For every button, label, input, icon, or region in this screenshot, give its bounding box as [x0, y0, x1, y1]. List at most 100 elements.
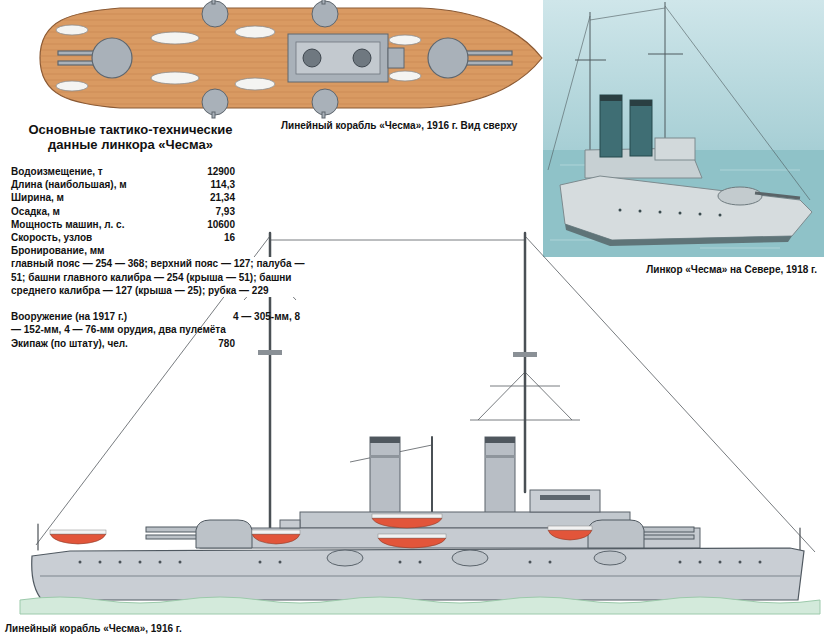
boat: [252, 534, 300, 544]
photo: [699, 213, 702, 216]
boat: [548, 526, 592, 540]
main-turret: [58, 38, 512, 78]
casemate: [452, 550, 488, 566]
spec-value: 780: [217, 337, 236, 350]
photo: [639, 210, 642, 213]
porthole: [529, 561, 532, 564]
funnel: [485, 437, 515, 443]
boat-top: [56, 81, 88, 91]
figure-caption: Линейный корабль «Чесма», 1916 г.: [4, 623, 183, 635]
photo: [543, 0, 824, 257]
porthole: [419, 561, 422, 564]
photo: [548, 2, 810, 200]
photo: [665, 2, 666, 150]
spec-name: Вооружение (на 1917 г.): [10, 310, 128, 323]
superstructure-side: [540, 495, 590, 500]
photo: [619, 209, 622, 212]
photo: [718, 187, 762, 205]
boat: [548, 526, 592, 530]
secondary-turret: [322, 0, 325, 4]
secondary-turret: [322, 112, 325, 118]
porthole: [159, 561, 162, 564]
photo: [630, 100, 652, 156]
porthole: [79, 561, 762, 564]
superstructure-top: [303, 49, 321, 67]
porthole: [139, 561, 142, 564]
secondary-turret: [202, 0, 338, 118]
figure-caption: Линкор «Чесма» на Севере, 1918 г.: [645, 264, 818, 276]
superstructure-side: [200, 490, 700, 548]
mast: [799, 528, 800, 550]
boat: [378, 538, 446, 548]
funnel: [370, 437, 400, 443]
boat-top: [235, 78, 275, 90]
funnel: [370, 455, 400, 458]
porthole: [679, 561, 682, 564]
rigging: [525, 372, 572, 420]
rigging: [478, 372, 525, 420]
boat: [50, 530, 106, 534]
boat-top: [235, 26, 275, 38]
secondary-turret: [212, 0, 215, 4]
porthole: [759, 561, 762, 564]
spec-name: Бронирование, мм: [10, 244, 106, 257]
secondary-turret: [212, 112, 215, 118]
boat: [372, 514, 442, 518]
casemate: [327, 550, 363, 566]
boat-top: [56, 25, 88, 35]
spec-value: 10600: [206, 218, 236, 231]
spec-name: Мощность машин, л. с.: [10, 218, 125, 231]
figure-caption: Линейный корабль «Чесма», 1916 г. Вид св…: [280, 120, 518, 132]
deck-planks: [30, 98, 545, 99]
boat: [252, 530, 300, 544]
main-turret: [462, 51, 512, 55]
funnel: [485, 437, 515, 515]
boat-top: [151, 32, 199, 44]
spec-name: Экипаж (по штату), чел.: [10, 337, 129, 350]
main-turret: [462, 61, 512, 65]
superstructure-side: [300, 512, 630, 528]
casemate: [594, 551, 626, 565]
deck-planks: [30, 92, 545, 93]
deck-planks: [30, 32, 545, 33]
porthole: [179, 561, 182, 564]
boat: [372, 514, 442, 528]
boat: [252, 530, 300, 534]
top-view-ship: [40, 8, 542, 108]
boat-top: [151, 72, 199, 84]
deck-planks: [30, 14, 545, 15]
main-turret-side: [588, 520, 644, 548]
funnel: [485, 455, 515, 458]
photo: [590, 8, 665, 20]
spec-name: Водоизмещение, т: [10, 165, 104, 178]
spec-name: Длина (наибольшая), м: [10, 178, 128, 191]
photo: [679, 212, 682, 215]
boat-top: [56, 25, 421, 91]
superstructure-top: [296, 42, 380, 74]
mast-platform: [513, 352, 537, 357]
rigging: [525, 236, 815, 552]
main-turret-side: [642, 535, 694, 539]
mast-platform: [258, 350, 282, 355]
spec-value: главный пояс — 254 — 368; верхний пояс —…: [10, 257, 312, 297]
secondary-turret: [312, 1, 338, 27]
main-turret: [428, 38, 468, 78]
water: [20, 597, 820, 614]
main-turret-side: [146, 527, 198, 532]
porthole: [259, 561, 262, 564]
superstructure-top: [288, 34, 404, 82]
table-title: Основные тактико-технические данные линк…: [12, 122, 249, 152]
boat: [378, 534, 446, 548]
porthole: [699, 561, 702, 564]
casemate: [327, 550, 626, 566]
porthole: [119, 561, 122, 564]
porthole: [99, 561, 102, 564]
secondary-turret: [202, 1, 228, 27]
porthole: [549, 561, 552, 564]
spec-value: 114,3: [210, 178, 236, 191]
porthole: [79, 561, 82, 564]
superstructure-side: [280, 520, 300, 528]
porthole: [279, 561, 282, 564]
photo: [543, 0, 824, 257]
